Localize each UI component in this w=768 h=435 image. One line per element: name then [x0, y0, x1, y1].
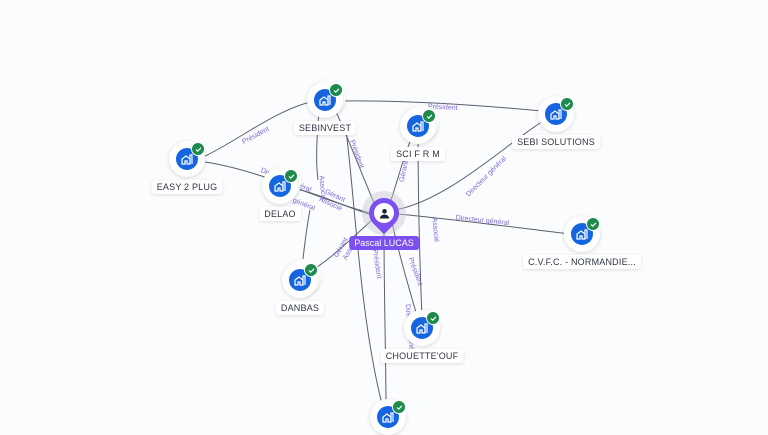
verified-check-icon: [560, 97, 574, 111]
company-label[interactable]: DANBAS: [275, 301, 325, 315]
verified-check-icon: [422, 109, 436, 123]
company-label[interactable]: SCI F R M: [391, 147, 445, 161]
edge-person-sebisolutions: [394, 117, 549, 211]
verified-check-icon: [426, 311, 440, 325]
verified-check-icon: [329, 83, 343, 97]
verified-check-icon: [304, 263, 318, 277]
verified-check-icon: [586, 217, 600, 231]
edge-sebinvest-sebisolutions: [337, 100, 553, 113]
company-label[interactable]: EASY 2 PLUG: [151, 180, 223, 194]
edge-label: Directeur général: [455, 214, 510, 227]
edge-label: Président: [241, 126, 270, 146]
edge-person-cvfc: [397, 213, 571, 235]
edge-label: Associé: [430, 217, 439, 242]
edge-label: Gérant: [399, 160, 410, 182]
edge-person-bottom-a: [383, 227, 387, 409]
edge-label: Président: [407, 257, 424, 287]
edge-label: Président: [371, 249, 382, 279]
edge-label: Associé: [317, 175, 326, 200]
company-label[interactable]: CHOUETTE'OUF: [380, 349, 464, 363]
verified-check-icon: [392, 400, 406, 414]
verified-check-icon: [191, 142, 205, 156]
company-label[interactable]: C.V.F.C. - NORMANDIE...: [523, 255, 641, 269]
person-label[interactable]: Pascal LUCAS: [349, 236, 419, 250]
edge-label: Président: [348, 139, 365, 169]
verified-check-icon: [284, 169, 298, 183]
edge-label: Président: [428, 103, 458, 112]
company-label[interactable]: DELAO: [259, 207, 301, 221]
company-label[interactable]: SEBI SOLUTIONS: [512, 135, 600, 149]
edge-person-bottom-b: [345, 129, 384, 409]
company-label[interactable]: SEBINVEST: [293, 121, 357, 135]
person-icon: [374, 203, 394, 223]
